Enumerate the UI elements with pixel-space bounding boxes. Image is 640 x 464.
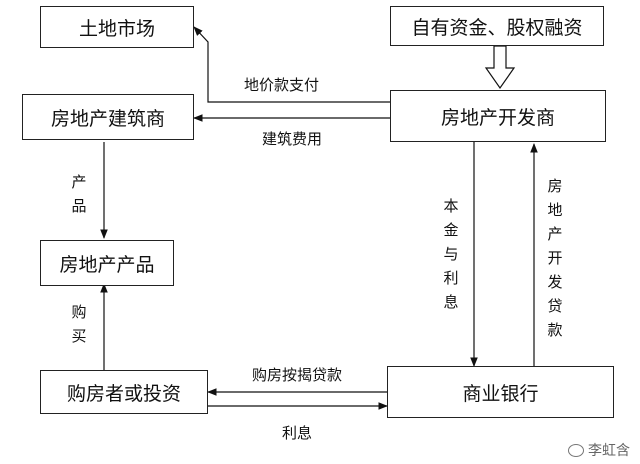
watermark-text: 李虹含 xyxy=(588,443,630,459)
edge-funds-hollow-arrow xyxy=(484,45,516,90)
edge-land-payment xyxy=(193,26,390,103)
node-land-market: 土地市场 xyxy=(40,6,194,48)
watermark: 李虹含 xyxy=(568,440,630,460)
edge-label-interest: 利息 xyxy=(282,424,313,442)
node-developer: 房地产开发商 xyxy=(390,90,606,142)
edge-label-land-payment: 地价款支付 xyxy=(244,76,320,94)
node-builder: 房地产建筑商 xyxy=(22,94,194,140)
edge-label-product: 产品 xyxy=(71,173,87,215)
node-funds: 自有资金、股权融资 xyxy=(390,6,604,46)
edge-label-dev-loan: 房地产开发贷款 xyxy=(547,177,563,339)
node-bank: 商业银行 xyxy=(387,366,614,418)
edge-label-construction-fee: 建筑费用 xyxy=(262,130,323,148)
node-product: 房地产产品 xyxy=(40,240,174,286)
edge-label-principal-interest: 本金与利息 xyxy=(443,197,459,311)
wechat-icon xyxy=(568,443,584,457)
node-buyer: 购房者或投资 xyxy=(40,370,208,414)
edge-label-mortgage: 购房按揭贷款 xyxy=(252,366,343,384)
edge-label-purchase: 购买 xyxy=(71,303,87,345)
